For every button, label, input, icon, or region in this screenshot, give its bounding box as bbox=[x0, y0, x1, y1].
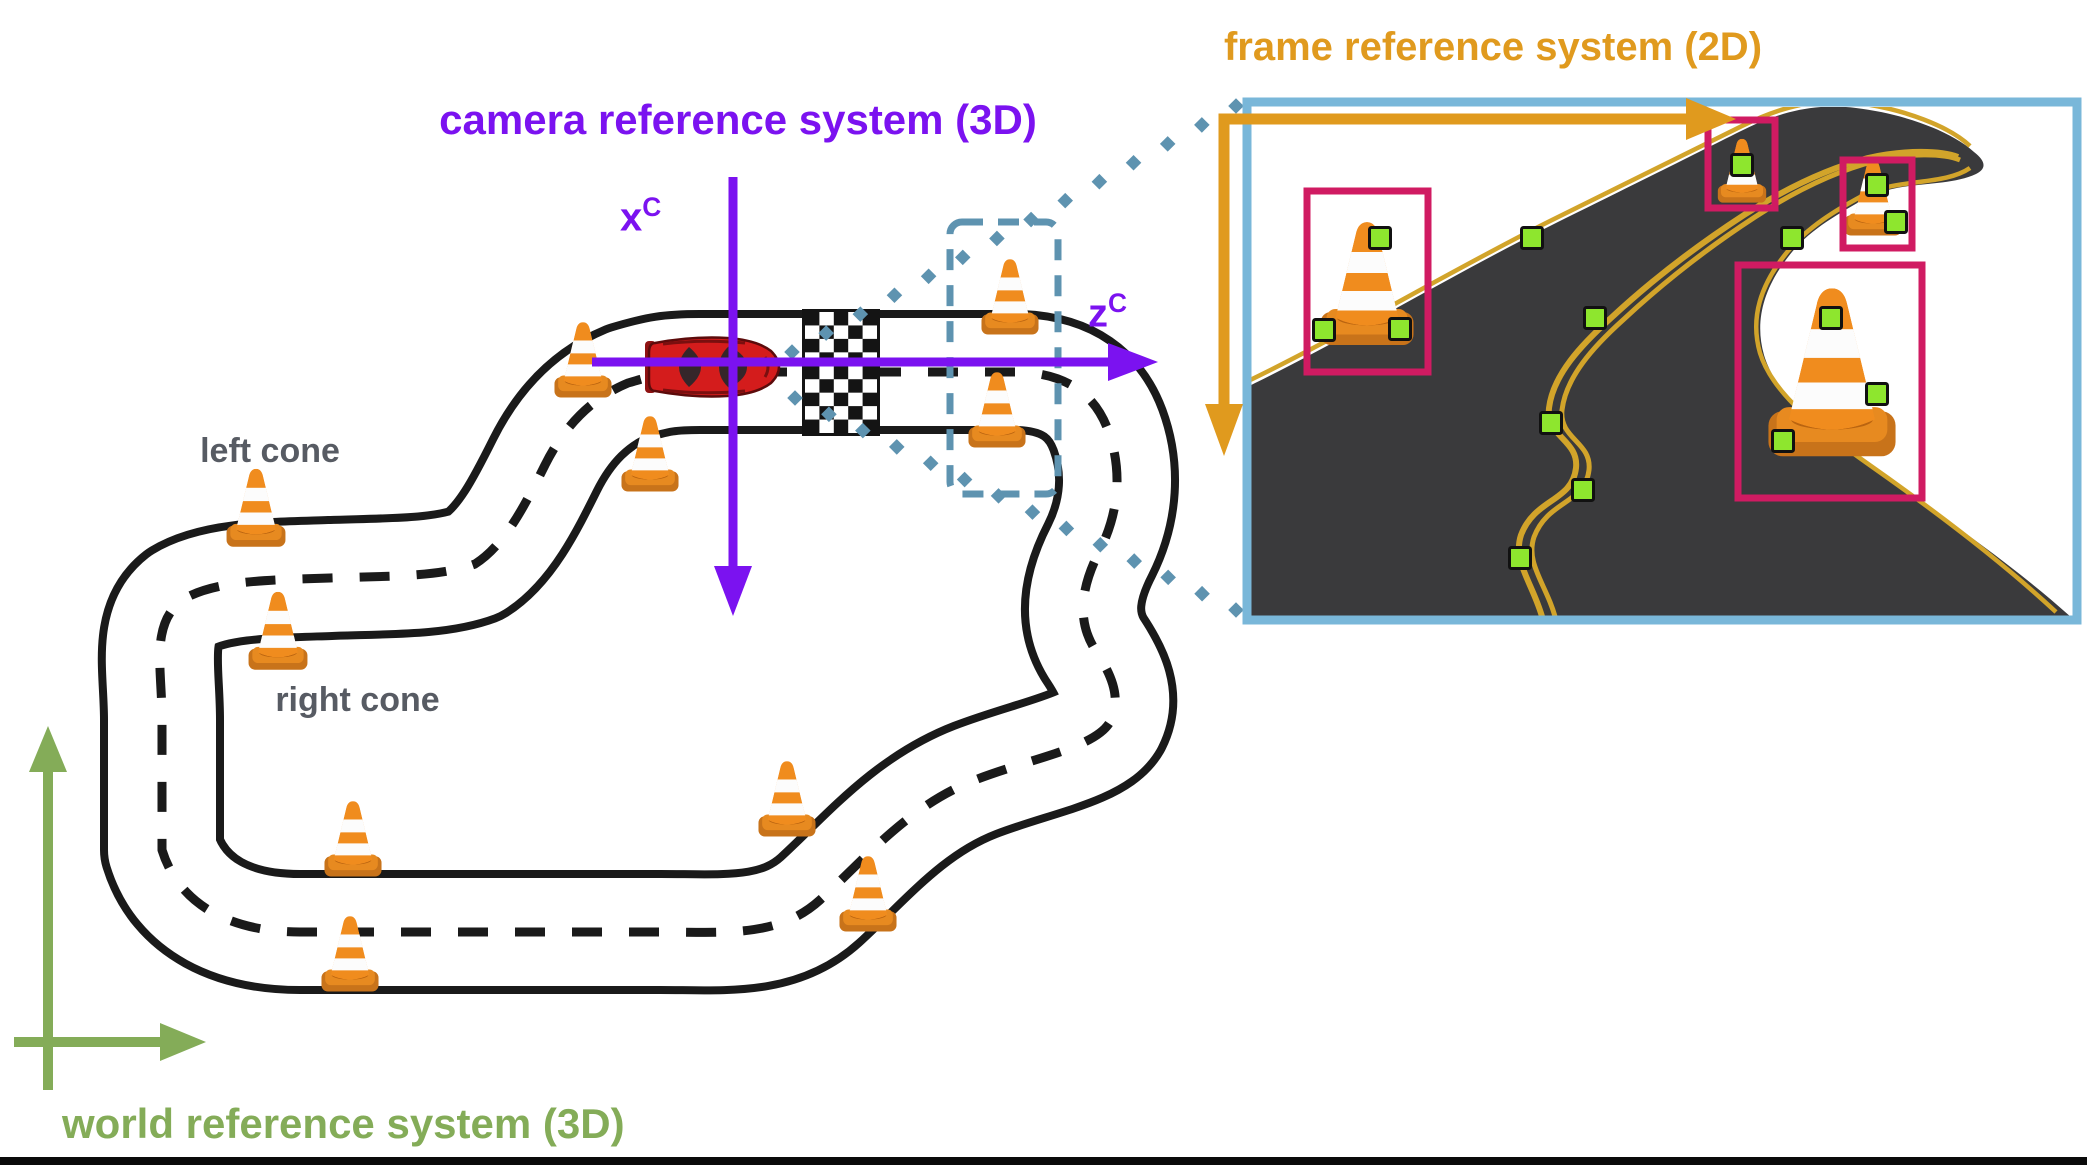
world-system-title: world reference system (3D) bbox=[62, 1100, 625, 1147]
cone-keypoint bbox=[1368, 226, 1392, 250]
cone-bounding-box bbox=[1704, 116, 1779, 212]
cone-keypoint bbox=[1771, 429, 1795, 453]
z-axis-superscript: C bbox=[1108, 288, 1128, 318]
cone-bounding-box bbox=[1839, 156, 1916, 252]
world-x-arrowhead bbox=[160, 1023, 206, 1061]
cone-keypoint bbox=[1865, 173, 1889, 197]
camera-axes bbox=[592, 177, 1158, 616]
cone-keypoint bbox=[1508, 546, 1532, 570]
cone-bounding-box bbox=[1303, 187, 1432, 376]
camera-system-title: camera reference system (3D) bbox=[439, 96, 1037, 143]
cone-keypoint bbox=[1312, 318, 1336, 342]
z-axis-letter: z bbox=[1088, 291, 1108, 336]
frame-road-scene bbox=[1251, 107, 2070, 616]
cone-keypoint bbox=[1865, 382, 1889, 406]
cone-bounding-boxes bbox=[1303, 116, 1926, 502]
cone-keypoint bbox=[1583, 306, 1607, 330]
road-left-edge-line bbox=[1251, 107, 1972, 383]
frame-v-arrowhead bbox=[1205, 404, 1243, 456]
cone-keypoint bbox=[1571, 478, 1595, 502]
cone-keypoint bbox=[1884, 210, 1908, 234]
cone-keypoint bbox=[1730, 153, 1754, 177]
cone-keypoint bbox=[1539, 411, 1563, 435]
world-axes bbox=[14, 726, 206, 1090]
frame-axes-lines bbox=[1218, 113, 1690, 408]
race-track bbox=[97, 310, 1179, 995]
frame-axes bbox=[1205, 98, 1736, 456]
finish-line bbox=[802, 309, 880, 436]
cone-bounding-box bbox=[1734, 261, 1926, 502]
camera-x-axis-label: xC bbox=[620, 192, 662, 240]
cone-keypoint bbox=[1388, 317, 1412, 341]
x-axis-superscript: C bbox=[642, 192, 662, 222]
frame-u-arrowhead bbox=[1686, 98, 1736, 140]
road-center-line-left bbox=[1515, 148, 1960, 616]
frame-system-title: frame reference system (2D) bbox=[1223, 25, 1763, 69]
x-axis-letter: x bbox=[620, 195, 643, 240]
camera-z-axis-label: zC bbox=[1088, 288, 1128, 336]
left-cone-label: left cone bbox=[200, 432, 340, 470]
cone-keypoint bbox=[1819, 306, 1843, 330]
cone-keypoints bbox=[1312, 153, 1908, 570]
camera-frame-image bbox=[1242, 97, 2082, 625]
race-car bbox=[645, 336, 781, 398]
road-center-line-right bbox=[1529, 152, 1961, 616]
road bbox=[1251, 107, 2070, 616]
camera-z-arrowhead bbox=[1108, 343, 1158, 381]
world-y-arrowhead bbox=[29, 726, 67, 772]
track-surface bbox=[105, 318, 1172, 987]
cone-keypoint bbox=[1780, 226, 1804, 250]
cone-keypoint bbox=[1520, 226, 1544, 250]
bottom-edge-bar bbox=[0, 1157, 2087, 1165]
right-cone-label: right cone bbox=[275, 681, 440, 719]
camera-x-arrowhead bbox=[714, 566, 752, 616]
frame-border bbox=[1242, 97, 2082, 625]
